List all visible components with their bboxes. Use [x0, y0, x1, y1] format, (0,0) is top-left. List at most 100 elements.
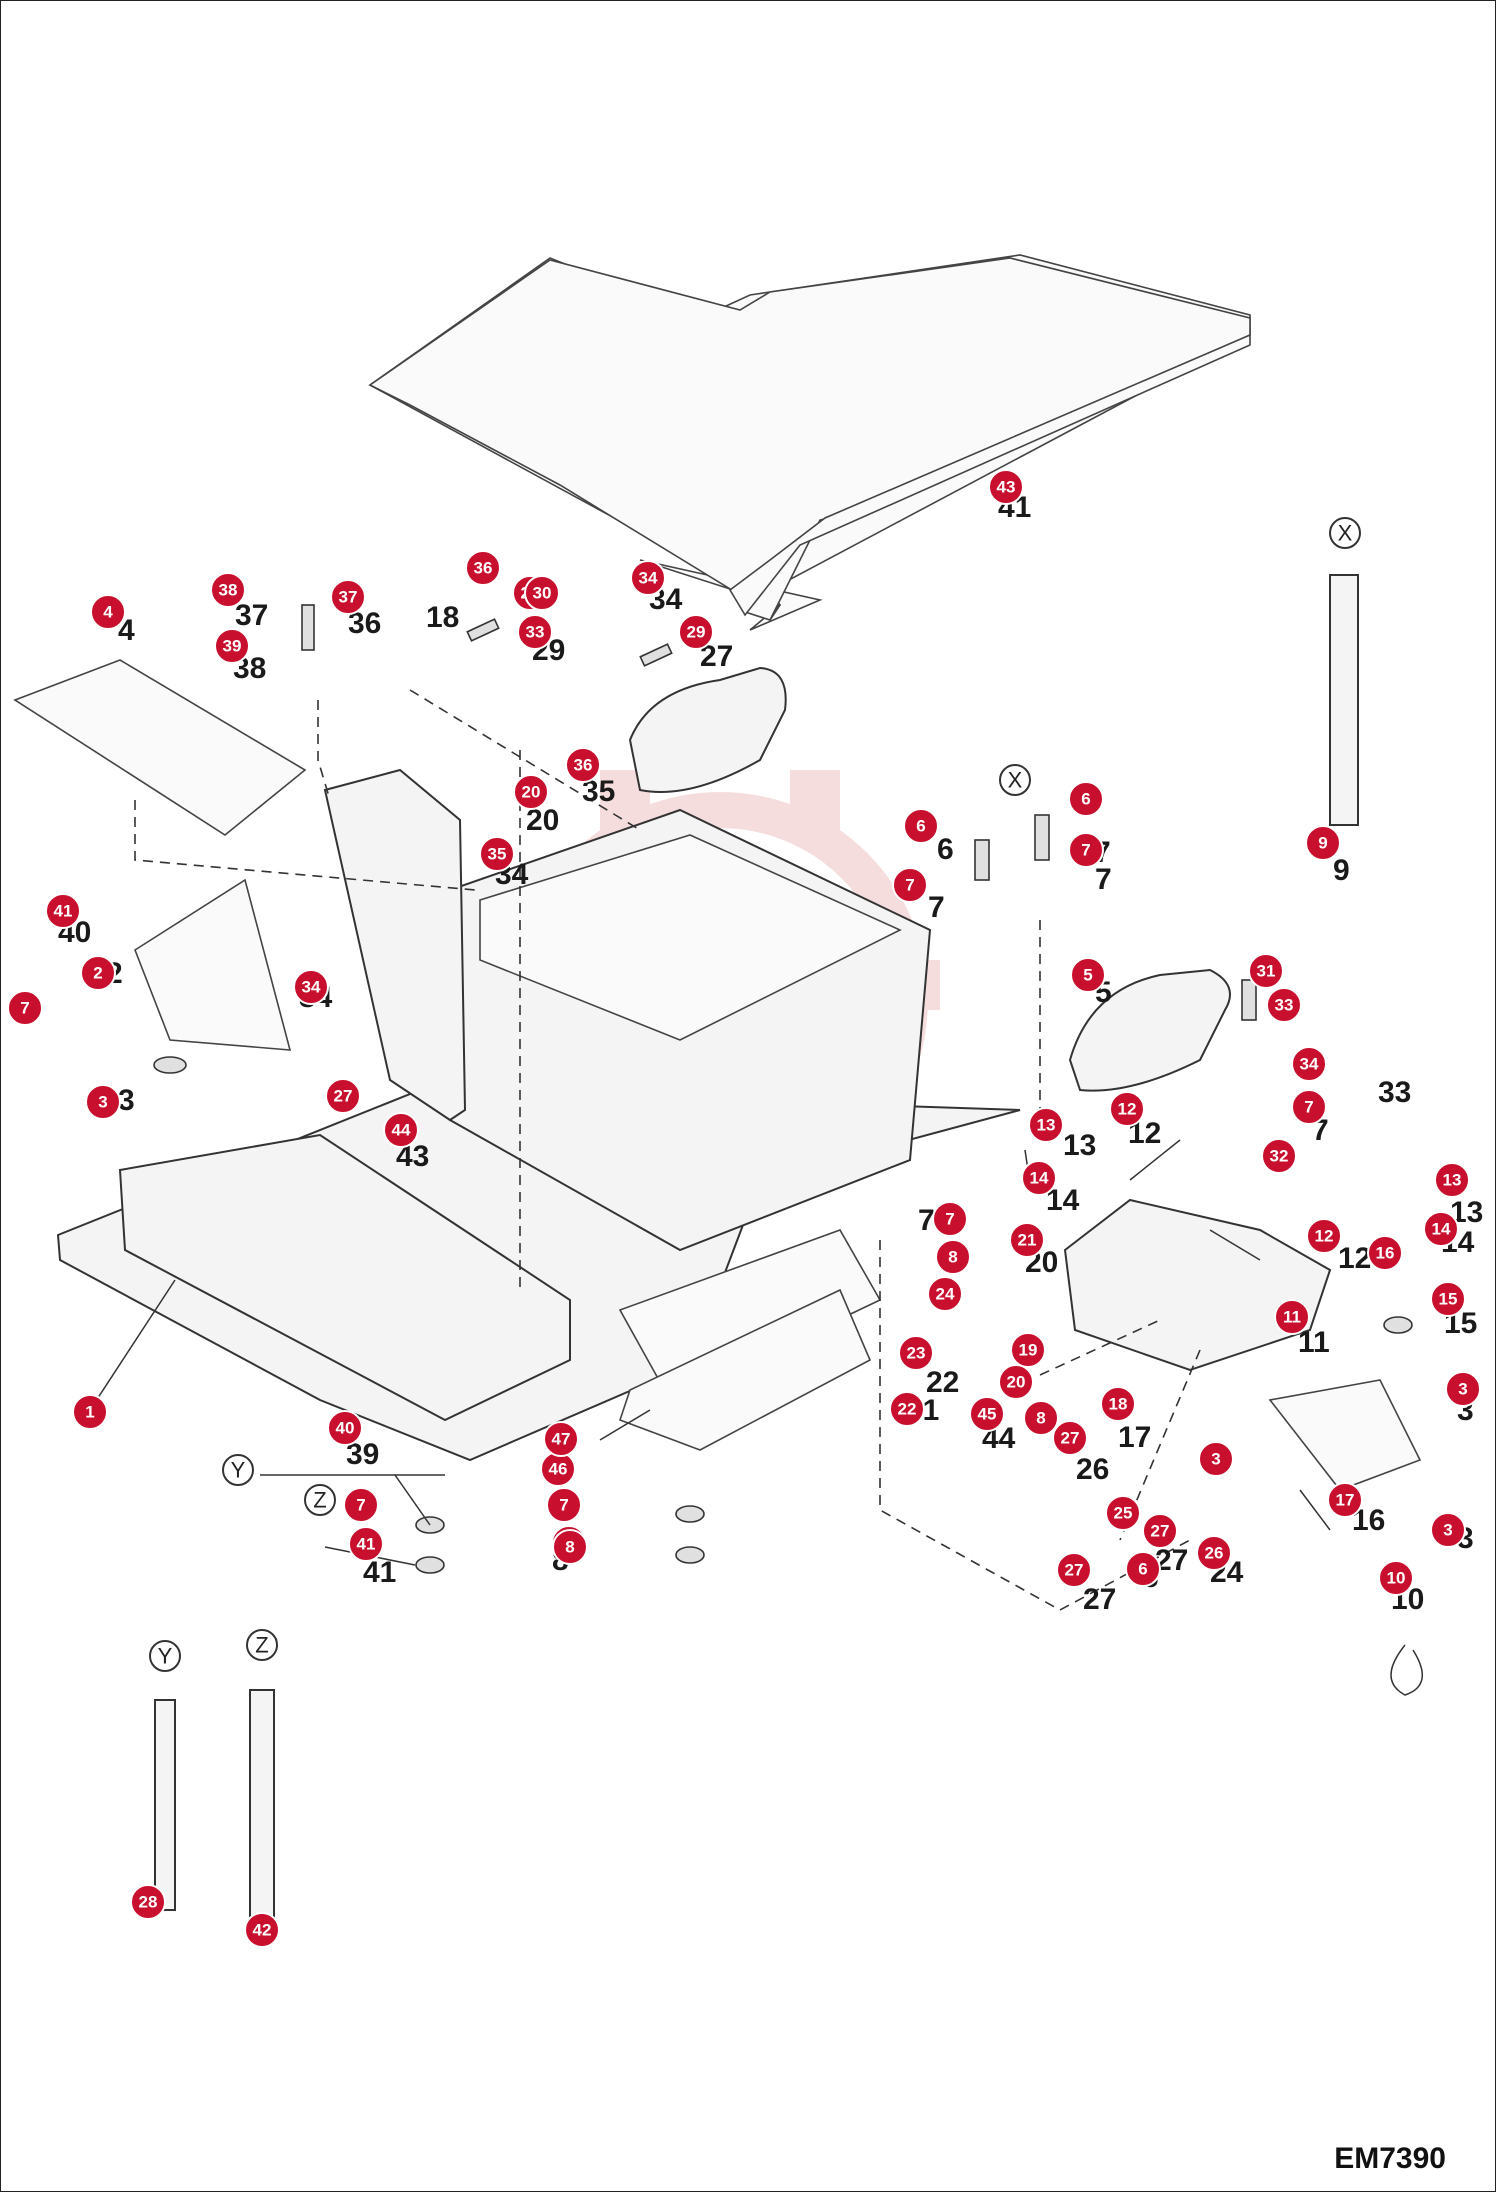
callout-label: 27	[1065, 1561, 1084, 1580]
callout-3[interactable]: 3	[85, 1084, 121, 1120]
callout-44[interactable]: 44	[383, 1112, 419, 1148]
callout-43[interactable]: 43	[988, 469, 1024, 505]
callout-9[interactable]: 9	[1305, 825, 1341, 861]
callout-label: 1	[85, 1403, 94, 1422]
callout-6[interactable]: 6	[1068, 781, 1104, 817]
callout-41[interactable]: 41	[348, 1526, 384, 1562]
callout-27[interactable]: 27	[325, 1078, 361, 1114]
drawing-code: EM7390	[1334, 2142, 1446, 2175]
callout-36[interactable]: 36	[565, 747, 601, 783]
callout-15[interactable]: 15	[1430, 1281, 1466, 1317]
callout-20[interactable]: 20	[998, 1364, 1034, 1400]
callout-17[interactable]: 17	[1327, 1482, 1363, 1518]
callout-label: 9	[1318, 834, 1327, 853]
callout-4[interactable]: 4	[90, 594, 126, 630]
callout-29[interactable]: 29	[678, 614, 714, 650]
callout-7[interactable]: 7	[892, 867, 928, 903]
callout-34[interactable]: 34	[293, 969, 329, 1005]
callout-22[interactable]: 22	[889, 1391, 925, 1427]
callout-27[interactable]: 27	[1052, 1420, 1088, 1456]
callout-19[interactable]: 19	[1010, 1332, 1046, 1368]
callout-27[interactable]: 27	[1142, 1513, 1178, 1549]
callout-38[interactable]: 38	[210, 572, 246, 608]
callout-27[interactable]: 27	[1056, 1552, 1092, 1588]
callout-label: 2	[93, 964, 102, 983]
callout-21[interactable]: 21	[1009, 1222, 1045, 1258]
callout-label: 5	[1083, 966, 1092, 985]
part-number-37: 37	[235, 599, 268, 632]
svg-text:Y: Y	[231, 1458, 246, 1483]
part-number-18: 18	[426, 601, 459, 634]
callout-12[interactable]: 12	[1109, 1091, 1145, 1127]
callout-13[interactable]: 13	[1434, 1162, 1470, 1198]
callout-31[interactable]: 31	[1248, 953, 1284, 989]
callout-7[interactable]: 7	[1291, 1089, 1327, 1125]
callout-36[interactable]: 36	[465, 550, 501, 586]
callout-26[interactable]: 26	[1196, 1535, 1232, 1571]
callout-label: 8	[1036, 1409, 1045, 1428]
callout-14[interactable]: 14	[1021, 1160, 1057, 1196]
callout-45[interactable]: 45	[969, 1396, 1005, 1432]
callout-33[interactable]: 33	[1266, 987, 1302, 1023]
callout-2[interactable]: 2	[80, 955, 116, 991]
callout-42[interactable]: 42	[244, 1912, 280, 1948]
callout-8[interactable]: 8	[552, 1529, 588, 1565]
callout-40[interactable]: 40	[327, 1410, 363, 1446]
callout-28[interactable]: 28	[130, 1884, 166, 1920]
callout-13[interactable]: 13	[1028, 1107, 1064, 1143]
callout-10[interactable]: 10	[1378, 1560, 1414, 1596]
callout-7[interactable]: 7	[932, 1201, 968, 1237]
callout-30[interactable]: 30	[524, 575, 560, 611]
callout-6[interactable]: 6	[903, 808, 939, 844]
callout-35[interactable]: 35	[479, 836, 515, 872]
callout-5[interactable]: 5	[1070, 957, 1106, 993]
callout-6[interactable]: 6	[1125, 1551, 1161, 1587]
callout-label: 13	[1443, 1171, 1462, 1190]
callout-33[interactable]: 33	[517, 614, 553, 650]
callout-34[interactable]: 34	[630, 560, 666, 596]
callout-32[interactable]: 32	[1261, 1138, 1297, 1174]
callout-20[interactable]: 20	[513, 774, 549, 810]
grating-step	[618, 1288, 872, 1451]
callout-37[interactable]: 37	[330, 579, 366, 615]
callout-3[interactable]: 3	[1430, 1512, 1466, 1548]
svg-text:X: X	[1338, 521, 1353, 546]
callout-12[interactable]: 12	[1306, 1218, 1342, 1254]
callout-46[interactable]: 46	[540, 1451, 576, 1487]
callout-label: 35	[488, 845, 507, 864]
callout-3[interactable]: 3	[1445, 1371, 1481, 1407]
callout-24[interactable]: 24	[927, 1276, 963, 1312]
reference-marker-x: X	[1329, 517, 1361, 549]
callout-39[interactable]: 39	[214, 628, 250, 664]
callout-label: 10	[1387, 1569, 1406, 1588]
svg-text:Z: Z	[313, 1488, 326, 1513]
callout-3[interactable]: 3	[1198, 1441, 1234, 1477]
callout-label: 7	[356, 1496, 365, 1515]
callout-label: 40	[336, 1419, 355, 1438]
callout-label: 33	[1275, 996, 1294, 1015]
callout-11[interactable]: 11	[1274, 1299, 1310, 1335]
detail-strip-y	[154, 1699, 176, 1911]
callout-label: 3	[1443, 1521, 1452, 1540]
callout-1[interactable]: 1	[72, 1394, 108, 1430]
callout-7[interactable]: 7	[1068, 832, 1104, 868]
callout-8[interactable]: 8	[1023, 1400, 1059, 1436]
callout-8[interactable]: 8	[935, 1239, 971, 1275]
callout-7[interactable]: 7	[343, 1487, 379, 1523]
callout-label: 17	[1336, 1491, 1355, 1510]
callout-label: 6	[1138, 1560, 1147, 1579]
callout-7[interactable]: 7	[546, 1487, 582, 1523]
callout-label: 44	[392, 1121, 411, 1140]
callout-34[interactable]: 34	[1291, 1046, 1327, 1082]
callout-23[interactable]: 23	[898, 1335, 934, 1371]
callout-47[interactable]: 47	[543, 1421, 579, 1457]
callout-25[interactable]: 25	[1105, 1495, 1141, 1531]
part-number-11: 11	[1298, 1326, 1330, 1359]
hardware-set	[153, 604, 1423, 1696]
callout-18[interactable]: 18	[1100, 1386, 1136, 1422]
callout-7[interactable]: 7	[7, 990, 43, 1026]
callout-14[interactable]: 14	[1423, 1211, 1459, 1247]
callout-label: 14	[1030, 1169, 1049, 1188]
callout-41[interactable]: 41	[45, 893, 81, 929]
callout-16[interactable]: 16	[1367, 1235, 1403, 1271]
